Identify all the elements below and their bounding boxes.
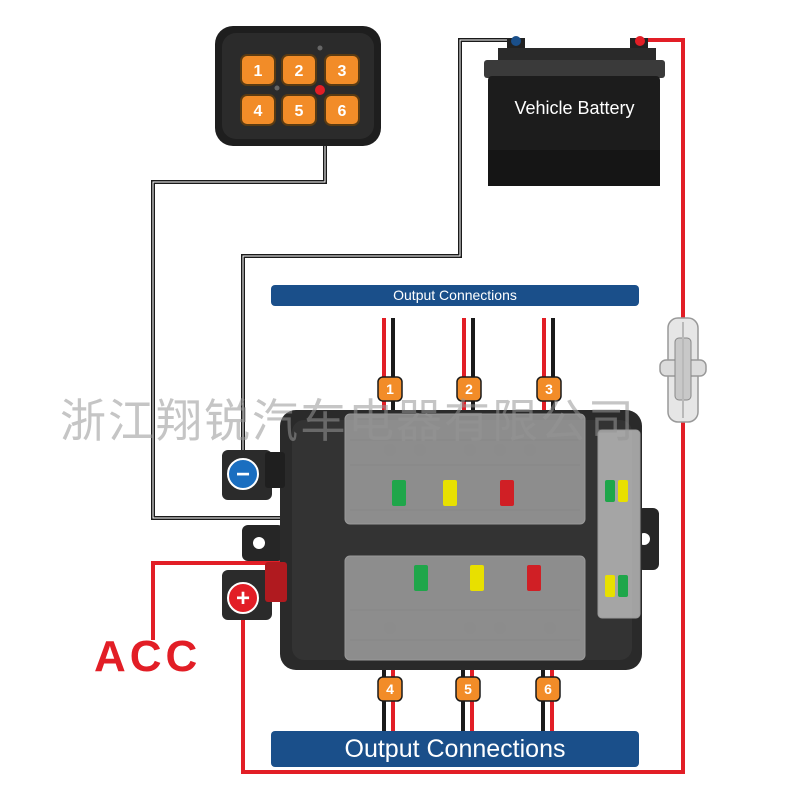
output-connections-banner-top: Output Connections	[271, 285, 639, 306]
inline-fuse	[659, 317, 707, 423]
switch-button-6[interactable]: 6	[324, 94, 360, 126]
switch-button-2[interactable]: 2	[281, 54, 317, 86]
vehicle-battery	[484, 38, 665, 186]
output-number-label: 1	[386, 381, 394, 397]
negative-terminal-icon	[227, 458, 259, 490]
switch-button-5[interactable]: 5	[281, 94, 317, 126]
battery-positive-terminal	[635, 36, 645, 46]
switch-button-1[interactable]: 1	[240, 54, 276, 86]
acc-label: ACC	[94, 632, 202, 681]
switch-button-label: 2	[295, 63, 304, 80]
output-marker-6: 6	[535, 676, 561, 702]
watermark: 浙江翔锐汽车电器有限公司	[60, 394, 636, 448]
output-number-label: 2	[465, 381, 473, 397]
switch-button-label: 5	[295, 103, 304, 120]
output-marker-2: 2	[456, 376, 482, 402]
output-marker-3: 3	[536, 376, 562, 402]
output-connections-banner-bottom: Output Connections	[271, 731, 639, 767]
acc-wire	[151, 561, 288, 640]
output-number-label: 5	[464, 681, 472, 697]
switch-button-label: 4	[254, 103, 263, 120]
output-number-label: 3	[545, 381, 553, 397]
switch-button-label: 3	[338, 63, 347, 80]
negative-terminal-label: −	[236, 461, 250, 488]
switch-button-label: 6	[338, 103, 347, 120]
switch-button-4[interactable]: 4	[240, 94, 276, 126]
positive-terminal-icon	[227, 582, 259, 614]
battery-negative-terminal	[511, 36, 521, 46]
output-marker-1: 1	[377, 376, 403, 402]
switch-button-label: 1	[254, 63, 263, 80]
positive-terminal-label: +	[236, 585, 250, 612]
output-marker-4: 4	[377, 676, 403, 702]
switch-button-3[interactable]: 3	[324, 54, 360, 86]
output-number-label: 6	[544, 681, 552, 697]
battery-label: Vehicle Battery	[514, 98, 635, 118]
output-marker-5: 5	[455, 676, 481, 702]
battery-positive-wire	[241, 38, 685, 774]
output-number-label: 4	[386, 681, 394, 697]
fuse-relay-box	[242, 410, 659, 670]
